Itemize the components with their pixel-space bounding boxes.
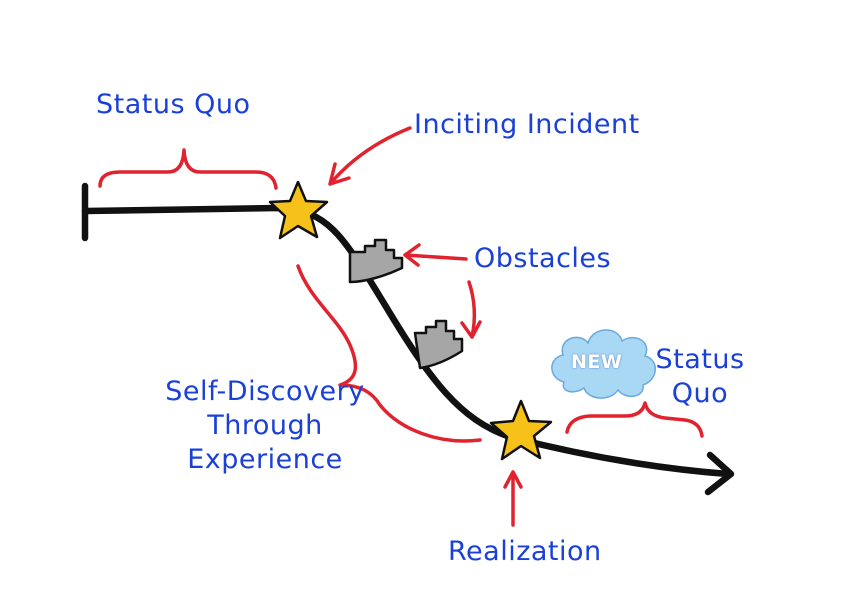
new-status-quo-label: Status Quo bbox=[640, 343, 760, 411]
realization-star-icon bbox=[489, 399, 553, 461]
obstacle-block-2 bbox=[413, 319, 464, 370]
new-badge-text: NEW bbox=[571, 351, 623, 373]
obstacle-block-1 bbox=[348, 238, 404, 284]
new-status-quo-line-1: Status bbox=[655, 344, 745, 375]
inciting-incident-label: Inciting Incident bbox=[414, 109, 640, 140]
obstacles-label: Obstacles bbox=[474, 243, 612, 274]
new-status-quo-brace bbox=[565, 401, 704, 438]
status-quo-label: Status Quo bbox=[96, 89, 251, 120]
self-discovery-label: Self-Discovery Through Experience bbox=[150, 375, 380, 477]
self-discovery-line-2: Through bbox=[207, 410, 323, 441]
status-quo-brace bbox=[98, 148, 278, 190]
obstacles-arrow-2 bbox=[460, 280, 482, 339]
realization-label: Realization bbox=[448, 536, 602, 567]
path-end-arrowhead bbox=[704, 451, 735, 496]
story-path-line bbox=[81, 204, 732, 478]
new-status-quo-line-2: Quo bbox=[671, 378, 729, 409]
inciting-incident-arrow bbox=[328, 126, 412, 186]
self-discovery-line-1: Self-Discovery bbox=[165, 376, 365, 407]
new-cloud-icon bbox=[551, 329, 656, 399]
self-discovery-line-3: Experience bbox=[187, 444, 343, 475]
realization-arrow bbox=[503, 470, 523, 527]
inciting-incident-star-icon bbox=[268, 180, 329, 240]
self-discovery-brace bbox=[296, 264, 482, 443]
obstacles-arrow-1 bbox=[403, 243, 468, 267]
